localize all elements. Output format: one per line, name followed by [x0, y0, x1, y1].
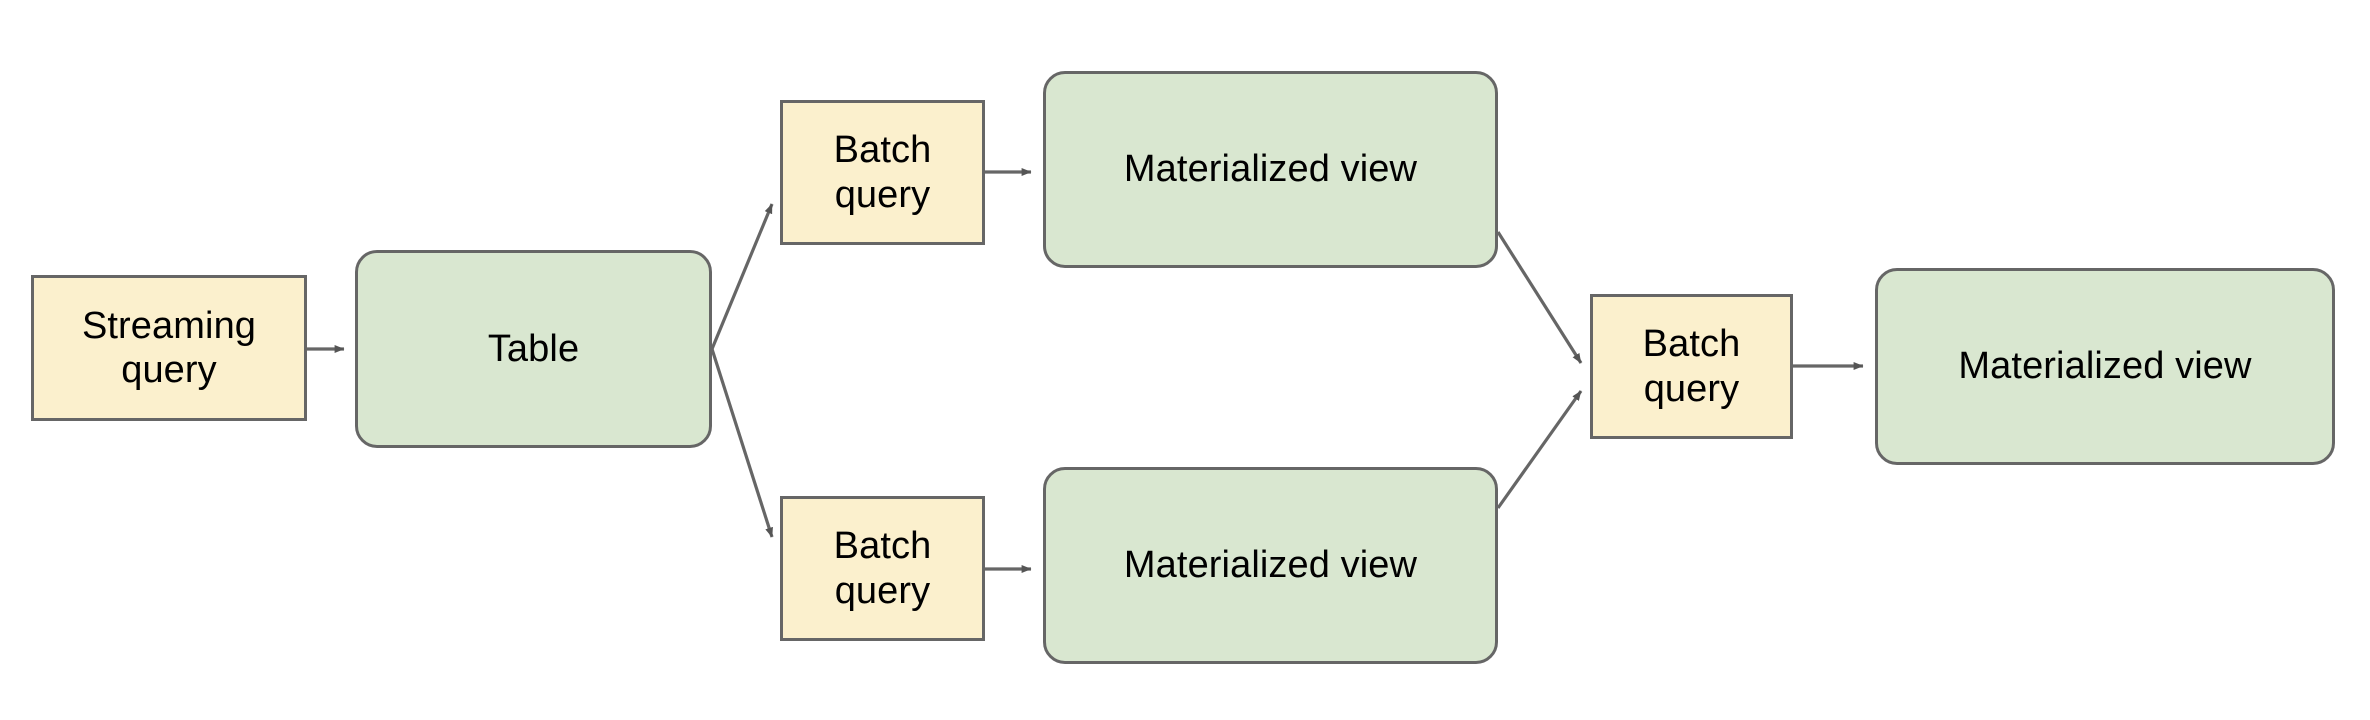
edge-mv-bottom-to-batch-merge — [1496, 390, 1583, 509]
node-batch-query-top-label: Batch query — [833, 129, 932, 216]
node-materialized-view-final[interactable]: Materialized view — [1875, 268, 2335, 465]
node-batch-query-top[interactable]: Batch query — [780, 100, 985, 245]
node-materialized-view-bottom[interactable]: Materialized view — [1043, 467, 1498, 664]
node-table[interactable]: Table — [355, 250, 712, 448]
node-streaming-query-label: Streaming query — [81, 304, 257, 391]
node-batch-query-merge-label: Batch query — [1642, 323, 1741, 410]
node-materialized-view-top-label: Materialized view — [1123, 148, 1418, 191]
node-streaming-query[interactable]: Streaming query — [31, 275, 307, 421]
node-batch-query-bottom[interactable]: Batch query — [780, 496, 985, 641]
edge-table-to-batch-top — [710, 203, 774, 350]
edge-mv-top-to-batch-merge — [1496, 231, 1583, 364]
node-table-label: Table — [487, 327, 580, 370]
node-materialized-view-bottom-label: Materialized view — [1123, 544, 1418, 587]
edge-table-to-batch-bottom — [710, 348, 774, 538]
node-batch-query-bottom-label: Batch query — [833, 525, 932, 612]
node-materialized-view-final-label: Materialized view — [1958, 345, 2252, 388]
node-materialized-view-top[interactable]: Materialized view — [1043, 71, 1498, 268]
node-batch-query-merge[interactable]: Batch query — [1590, 294, 1793, 439]
